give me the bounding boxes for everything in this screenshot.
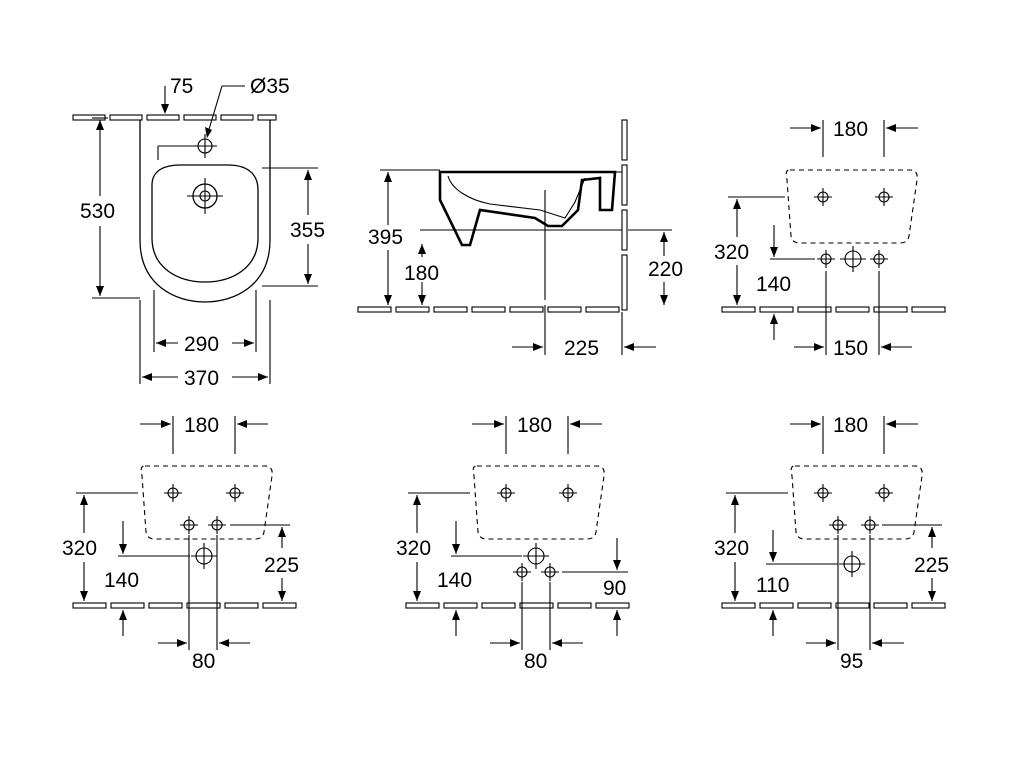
drain-icon: [190, 542, 218, 570]
dim-225: 225: [564, 337, 599, 360]
dim-supply-spacing: 80: [524, 650, 547, 673]
drain-icon: [187, 178, 223, 214]
tap-hole-icon: [193, 134, 217, 158]
dim-supply-spacing: 95: [840, 650, 863, 673]
side-view: 395 180 220 225: [357, 119, 683, 360]
dim-bolt-spacing: 180: [833, 414, 868, 437]
dim-530: 530: [80, 200, 115, 223]
drain-icon: [839, 245, 867, 273]
top-view: 75 Ø35 530 355 290 370: [72, 75, 325, 390]
wall-strip: [621, 119, 628, 311]
floor-strip: [357, 306, 620, 313]
dim-bolt-spacing: 180: [517, 414, 552, 437]
water-supply-icon: [179, 515, 199, 535]
dim-bolt-height: 320: [714, 241, 749, 264]
dim-bolt-height: 320: [396, 537, 431, 560]
water-supply-icon: [512, 562, 532, 582]
drain-icon: [838, 550, 866, 578]
dim-supply-spacing: 80: [192, 650, 215, 673]
fixing-bolt-icon: [558, 483, 578, 503]
bidet-rear-outline: [140, 465, 273, 540]
dim-bolt-spacing: 180: [184, 414, 219, 437]
dim-bolt-height: 320: [62, 537, 97, 560]
fixing-bolt-icon: [496, 483, 516, 503]
dim-drain-height: 225: [264, 554, 299, 577]
drain-icon: [522, 542, 550, 570]
dim-supply-height: 140: [104, 569, 139, 592]
floor-strip: [721, 602, 946, 609]
wall-strip: [72, 114, 277, 121]
fixing-bolt-icon: [813, 483, 833, 503]
floor-strip: [72, 602, 297, 609]
dim-supply-height: 140: [756, 273, 791, 296]
dim-tap-hole: Ø35: [250, 75, 290, 98]
dim-supply-spacing: 150: [833, 337, 868, 360]
bidet-rear-outline: [785, 169, 918, 244]
dim-355: 355: [290, 219, 325, 242]
dim-bolt-height: 320: [714, 537, 749, 560]
connection-view-a: 180 320 140 150: [714, 118, 946, 360]
dim-180: 180: [404, 262, 439, 285]
bidet-rear-outline: [472, 465, 605, 540]
fixing-bolt-icon: [225, 483, 245, 503]
dim-bolt-spacing: 180: [833, 118, 868, 141]
floor-strip: [405, 602, 630, 609]
bowl-outline: [151, 164, 259, 283]
dim-supply-height: 110: [756, 574, 789, 597]
bidet-rear-outline: [790, 465, 923, 540]
bidet-section: [438, 170, 617, 247]
dim-75: 75: [170, 75, 193, 98]
dim-220: 220: [648, 258, 683, 281]
connection-view-d: 180 320 110 225 95: [714, 414, 949, 673]
connection-view-c: 180 320 140 90 80: [396, 414, 630, 673]
dim-290: 290: [184, 333, 219, 356]
water-supply-icon: [869, 249, 889, 269]
dim-370: 370: [184, 367, 219, 390]
bidet-outline: [139, 120, 271, 303]
water-supply-icon: [816, 249, 836, 269]
dim-395: 395: [368, 226, 403, 249]
fixing-bolt-icon: [874, 187, 894, 207]
water-supply-icon: [540, 562, 560, 582]
dim-drain-height: 90: [603, 577, 626, 600]
fixing-bolt-icon: [874, 483, 894, 503]
fixing-bolt-icon: [163, 483, 183, 503]
floor-strip: [721, 306, 946, 313]
fixing-bolt-icon: [813, 187, 833, 207]
dim-supply-height: 140: [437, 569, 472, 592]
dim-drain-height: 225: [914, 554, 949, 577]
water-supply-icon: [828, 515, 848, 535]
connection-view-b: 180 320 140 225 80: [62, 414, 299, 673]
water-supply-icon: [860, 515, 880, 535]
water-supply-icon: [207, 515, 227, 535]
